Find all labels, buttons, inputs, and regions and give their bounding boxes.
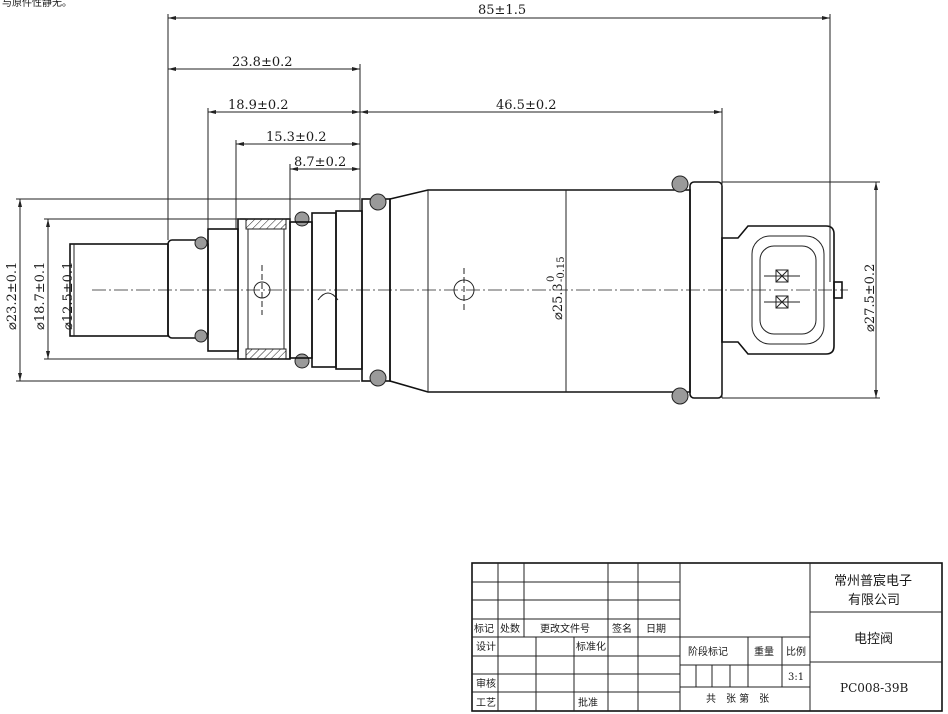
dim-15-3: 15.3±0.2 xyxy=(266,130,327,145)
oring-flange-top xyxy=(369,193,387,211)
dim-46-5: 46.5±0.2 xyxy=(496,98,557,113)
oring-end-top xyxy=(671,175,689,193)
oring-end-bottom xyxy=(671,387,689,405)
tb-standardize: 标准化 xyxy=(576,640,606,653)
tb-count: 处数 xyxy=(500,622,520,635)
valve-body xyxy=(69,175,848,405)
dim-dia-12-5: ⌀12.5±0.1 xyxy=(61,262,76,330)
connector-tab xyxy=(833,281,843,299)
oring-mid-top xyxy=(294,211,310,227)
drawing-number: PC008-39B xyxy=(840,681,908,695)
company-name-line2: 有限公司 xyxy=(848,593,900,608)
dim-dia-25-3: ⌀25.3 xyxy=(551,283,566,320)
header-note: 与原件性静无。 xyxy=(2,0,72,9)
tb-mark: 标记 xyxy=(474,623,494,635)
tb-weight: 重量 xyxy=(754,645,774,658)
tb-date: 日期 xyxy=(646,623,666,635)
solenoid-body xyxy=(389,189,691,393)
dim-8-7: 8.7±0.2 xyxy=(294,155,346,170)
tb-scale-value: 3:1 xyxy=(788,672,804,683)
tb-change-doc: 更改文件号 xyxy=(540,622,590,635)
filter-mesh-top xyxy=(245,218,287,230)
oring-small-top xyxy=(194,236,208,250)
filter-mesh-bottom xyxy=(245,348,287,360)
company-name-line1: 常州普宸电子 xyxy=(834,573,912,589)
tb-stage-mark: 阶段标记 xyxy=(688,645,728,658)
dim-dia-27-5: ⌀27.5±0.2 xyxy=(863,264,878,332)
collar-detail xyxy=(317,292,339,301)
oring-flange-bottom xyxy=(369,369,387,387)
dim-18-9: 18.9±0.2 xyxy=(228,98,289,113)
dim-overall: 85±1.5 xyxy=(478,3,526,18)
dim-dia-18-7: ⌀18.7±0.1 xyxy=(33,262,48,330)
dimension-labels: 85±1.5 23.8±0.2 18.9±0.2 46.5±0.2 15.3±0… xyxy=(5,3,878,332)
oring-mid-bottom xyxy=(294,353,310,369)
oring-small-bottom xyxy=(194,329,208,343)
dim-23-8: 23.8±0.2 xyxy=(232,55,293,70)
dimension-lines xyxy=(16,14,880,399)
tb-design: 设计 xyxy=(476,640,496,653)
connector-frame xyxy=(751,235,825,345)
tb-signature: 签名 xyxy=(612,622,632,635)
tb-process: 工艺 xyxy=(476,697,496,709)
tb-sheets: 共 张 第 张 xyxy=(706,692,769,705)
tb-approve: 批准 xyxy=(578,696,598,709)
tb-review: 审核 xyxy=(476,677,496,690)
tb-ratio: 比例 xyxy=(786,645,806,658)
dim-dia-23-2: ⌀23.2±0.1 xyxy=(5,262,20,330)
dim-dia-25-3-tol-lower: -0.15 xyxy=(556,256,567,282)
spool-step xyxy=(167,239,209,339)
connector-inner xyxy=(759,245,817,335)
part-name: 电控阀 xyxy=(854,632,893,647)
filter-frame xyxy=(237,218,291,360)
connector-housing xyxy=(721,225,835,355)
dim-dia-25-3-tol-upper: 0 xyxy=(546,276,557,282)
title-block: 标记 处数 更改文件号 签名 日期 设计 标准化 审核 工艺 批准 阶段标记 重… xyxy=(471,562,943,712)
